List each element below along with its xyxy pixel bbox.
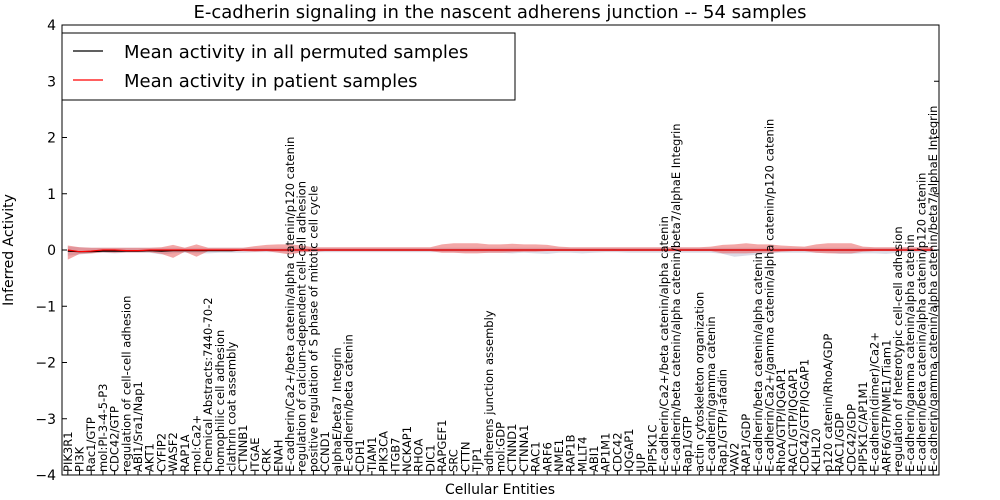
y-axis-ticks: −4 −3 −2 −1 0 1 2 3 4: [35, 18, 939, 484]
x-tick-label: NCKAP1: [400, 426, 414, 472]
x-tick-label: regulation of calcium-dependent cell-cel…: [295, 181, 309, 472]
x-tick-label: RAC1/GTP/IQGAP1: [786, 368, 800, 472]
x-tick-label: Chemical Abstracts:7440-70-2: [201, 297, 215, 472]
x-tick-label: MLLT4: [575, 437, 589, 473]
x-tick-label: Rac1/GTP: [84, 417, 98, 472]
x-axis-label: Cellular Entities: [445, 482, 555, 498]
confidence-bands: [67, 243, 934, 260]
x-tick-label: E-cadherin/beta catenin/alpha catenin/be…: [669, 123, 683, 472]
x-tick-label: KLHL20: [809, 428, 823, 472]
x-tick-label: mol:PI-3-4-5-P3: [96, 384, 110, 472]
x-tick-label: RAP1B: [564, 434, 578, 472]
x-tick-label: Rap1/GTP/I-afadin: [716, 369, 730, 472]
x-tick-label: ARF6: [540, 442, 554, 472]
y-tick-label: 1: [47, 187, 56, 203]
band-patient: [67, 243, 934, 260]
x-tick-label: regulation of heterotypic cell-cell adhe…: [891, 226, 905, 472]
legend-label-patient: Mean activity in patient samples: [124, 71, 418, 92]
x-tick-label: regulation of cell-cell adhesion: [119, 296, 133, 472]
x-tick-label: TJP1: [470, 447, 484, 473]
x-tick-label: RHOA: [412, 438, 426, 471]
x-tick-label: VAV2: [727, 443, 741, 472]
x-tick-label: WASF2: [166, 432, 180, 472]
y-tick-label: −1: [35, 299, 56, 315]
x-tick-label: RAP1/GDP: [739, 414, 753, 472]
legend: Mean activity in all permuted samples Me…: [61, 32, 516, 101]
x-tick-label: RAC1/GDP: [833, 413, 847, 472]
x-tick-label: CTNNB1: [236, 424, 250, 471]
x-tick-label: IQGAP1: [622, 428, 636, 471]
x-tick-label: RAPGEF1: [435, 420, 449, 472]
x-tick-label: positive regulation of S phase of mitoti…: [306, 186, 320, 472]
x-tick-label: homophilic cell adhesion: [213, 330, 227, 472]
x-tick-label: CTNND1: [505, 424, 519, 472]
y-tick-label: −3: [35, 412, 56, 428]
x-tick-label: E-cadherin/beta catenin/alpha catenin/p1…: [915, 173, 929, 472]
x-tick-label: Rap1/GTP: [681, 416, 695, 472]
x-tick-label: clathrin coat assembly: [225, 341, 239, 472]
x-tick-label: PIP5K1C: [646, 425, 660, 472]
x-tick-label: p120 catenin/RhoA/GDP: [821, 334, 835, 472]
x-tick-label: actin cytoskeleton organization: [692, 292, 706, 472]
plot-frame: [61, 24, 940, 476]
x-tick-label: DIC1: [423, 444, 437, 472]
x-tick-label: E-cadherin/Ca2+/gamma catenin/alpha cate…: [762, 119, 776, 472]
y-tick-label: −2: [35, 356, 56, 372]
x-tick-label: ITGB7: [388, 437, 402, 472]
x-tick-label: ITGAE: [248, 437, 262, 471]
x-tick-label: E-cadherin/gamma catenin/alpha catenin/b…: [926, 106, 940, 472]
x-tick-label: CCND1: [318, 431, 332, 472]
x-tick-label: E-cadherin/beta catenin: [342, 334, 356, 472]
y-tick-label: 3: [47, 74, 56, 90]
x-tick-label: CDC42: [610, 432, 624, 472]
x-tick-label: E-cadherin(dimer)/Ca2+: [868, 332, 882, 472]
x-tick-label: E-cadherin/Ca2+/beta catenin/alpha caten…: [283, 137, 297, 472]
x-tick-label: E-cadherin/gamma catenin: [704, 316, 718, 472]
legend-label-permuted: Mean activity in all permuted samples: [124, 42, 468, 63]
x-tick-label: E-cadherin/gamma catenin/alpha catenin: [903, 234, 917, 472]
x-tick-label: CDC42/GDP: [844, 404, 858, 472]
x-tick-label: CTTN: [458, 441, 472, 471]
x-tick-label: mol:GDP: [494, 422, 508, 472]
x-tick-label: ARF6/GTP/NME1/Tiam1: [879, 340, 893, 472]
x-tick-label: CDC42/GTP/IQGAP1: [798, 359, 812, 472]
x-tick-label: NME1: [552, 439, 566, 472]
chart-title: E-cadherin signaling in the nascent adhe…: [193, 2, 806, 23]
x-tick-label: AP1M1: [599, 433, 613, 472]
x-tick-labels: PIK3R1PI3KRac1/GTPmol:PI-3-4-5-P3CDC42/G…: [61, 106, 940, 475]
x-tick-label: TIAM1: [365, 436, 379, 473]
x-tick-label: ENAH: [271, 440, 285, 472]
x-tick-label: alphaE/beta7 Integrin: [330, 347, 344, 472]
x-tick-label: PIP5K1C/AP1M1: [856, 381, 870, 472]
y-tick-label: 2: [47, 131, 56, 147]
series-lines: [67, 249, 934, 253]
x-tick-label: mol:Ca2+: [190, 415, 204, 472]
x-tick-label: AKT1: [143, 443, 157, 472]
legend-box: [61, 32, 516, 101]
x-tick-label: CRK: [260, 448, 274, 472]
x-tick-label: CYFIP2: [154, 433, 168, 472]
x-tick-label: RAP1A: [178, 434, 192, 472]
y-tick-label: 4: [47, 18, 56, 34]
x-tick-label: SRC: [447, 449, 461, 472]
x-tick-label: PIK3CA: [377, 431, 391, 472]
x-tick-label: PI3K: [73, 446, 87, 472]
x-tick-label: adherens junction assembly: [482, 310, 496, 472]
x-tick-label: ABI1: [587, 445, 601, 471]
y-tick-label: 0: [47, 243, 56, 259]
x-tick-label: CTNNA1: [517, 425, 531, 472]
x-tick-label: ABI1/Sra1/Nap1: [131, 381, 145, 472]
x-tick-label: PIK3R1: [61, 431, 75, 472]
line-patient: [67, 249, 934, 253]
x-tick-label: CDC42/GTP: [108, 406, 122, 472]
y-axis-label: Inferred Activity: [1, 194, 17, 306]
x-tick-label: JUP: [634, 453, 648, 473]
x-tick-label: RAC1: [529, 441, 543, 472]
y-tick-label: −4: [35, 468, 56, 484]
x-tick-label: E-cadherin/Ca2+/beta catenin/alpha caten…: [657, 216, 671, 472]
x-tick-label: RhoA/GTP/IQGAP1: [774, 368, 788, 472]
x-tick-label: CDH1: [353, 439, 367, 472]
x-tick-label: E-cadherin/beta catenin/alpha catenin: [751, 252, 765, 472]
